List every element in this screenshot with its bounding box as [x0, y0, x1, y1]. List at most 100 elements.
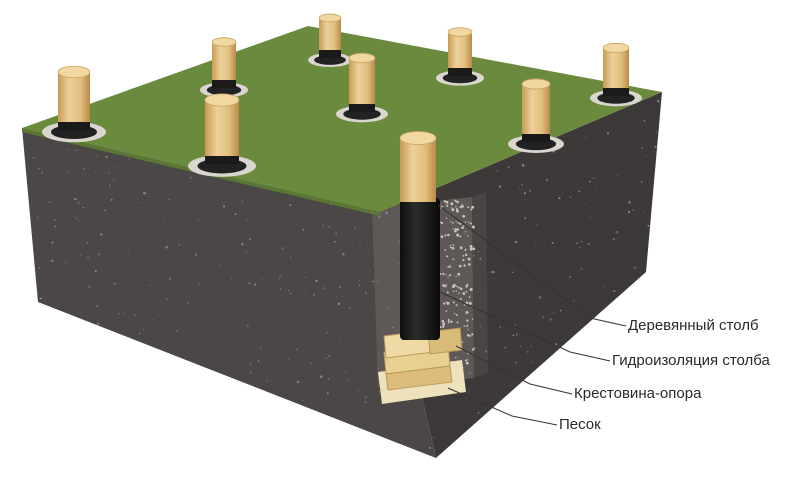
trench-speckle [441, 222, 444, 225]
soil-speckle [302, 399, 304, 402]
trench-speckle [444, 249, 447, 251]
soil-speckle [58, 163, 60, 165]
soil-speckle [346, 379, 348, 381]
soil-speckle [584, 203, 586, 205]
trench-speckle [445, 200, 449, 204]
soil-speckle [86, 241, 88, 244]
soil-speckle [278, 277, 281, 280]
soil-speckle [530, 345, 532, 347]
post-waterproofing-band [212, 78, 236, 88]
soil-speckle [104, 209, 107, 212]
soil-speckle [477, 250, 480, 253]
soil-speckle [66, 149, 68, 151]
soil-speckle [117, 312, 120, 315]
wooden-post [42, 65, 106, 143]
soil-speckle [521, 164, 525, 167]
soil-speckle [38, 267, 41, 270]
soil-speckle [251, 182, 254, 184]
soil-speckle [580, 241, 583, 243]
soil-speckle [168, 198, 171, 201]
soil-speckle [38, 167, 40, 170]
soil-speckle [515, 361, 518, 364]
trench-speckle [449, 244, 451, 247]
soil-speckle [468, 372, 471, 374]
soil-speckle [149, 284, 151, 286]
soil-speckle [96, 322, 99, 325]
soil-speckle [387, 307, 390, 310]
soil-speckle [551, 241, 554, 244]
trench-speckle [452, 228, 454, 230]
soil-speckle [455, 356, 459, 359]
trench-speckle [455, 205, 457, 208]
soil-speckle [523, 192, 526, 195]
soil-speckle [326, 392, 329, 395]
post-top [318, 13, 342, 23]
soil-speckle [54, 225, 56, 228]
soil-speckle [490, 271, 492, 273]
soil-speckle [391, 326, 394, 329]
trench-speckle [467, 263, 471, 266]
label-cross-support: Крестовина-опора [574, 385, 702, 402]
trench-speckle [455, 290, 458, 292]
trench-speckle [457, 272, 461, 276]
trench-speckle [469, 222, 472, 225]
trench-speckle [468, 301, 472, 305]
trench-speckle [446, 255, 449, 258]
soil-speckle [176, 330, 178, 332]
trench-speckle [466, 334, 470, 337]
soil-speckle [633, 266, 637, 269]
post-waterproofing-band [319, 48, 341, 58]
soil-speckle [585, 137, 587, 139]
trench-speckle [459, 235, 462, 238]
soil-speckle [245, 251, 247, 254]
trench-speckle [464, 359, 467, 362]
post-top [204, 93, 240, 107]
soil-speckle [433, 436, 435, 439]
trench-speckle [464, 231, 467, 233]
trench-speckle [457, 286, 460, 289]
soil-speckle [378, 390, 381, 393]
trench-speckle [451, 208, 455, 212]
soil-speckle [387, 299, 389, 301]
soil-speckle [249, 362, 252, 365]
soil-speckle [457, 351, 459, 353]
soil-speckle [338, 286, 341, 288]
post-waterproofing-band [522, 132, 550, 142]
soil-speckle [535, 241, 537, 244]
soil-speckle [78, 219, 80, 222]
soil-speckle [477, 411, 480, 414]
soil-speckle [595, 187, 597, 189]
soil-speckle [110, 198, 113, 201]
post-top [57, 65, 91, 79]
trench-speckle [446, 204, 449, 207]
soil-speckle [76, 217, 78, 219]
soil-speckle [219, 264, 221, 266]
leader-line-waterproofing [439, 291, 611, 362]
trench-speckle [464, 221, 467, 223]
soil-speckle [589, 180, 591, 183]
soil-speckle [79, 254, 82, 257]
soil-speckle [615, 230, 619, 234]
soil-speckle [335, 296, 337, 299]
soil-speckle [298, 233, 300, 235]
soil-speckle [530, 361, 532, 363]
post-body [448, 32, 472, 68]
soil-speckle [354, 226, 357, 229]
soil-speckle [32, 156, 35, 159]
trench-speckle [464, 249, 467, 252]
main-wooden-post [399, 131, 437, 202]
soil-speckle [248, 282, 251, 285]
soil-speckle [51, 241, 54, 244]
post-top [447, 27, 473, 37]
soil-speckle [641, 146, 643, 149]
soil-speckle [322, 224, 324, 227]
trench-speckle [456, 200, 459, 204]
trench-speckle [447, 321, 450, 324]
soil-speckle [178, 244, 181, 246]
soil-speckle [496, 170, 499, 172]
soil-speckle [647, 224, 650, 227]
trench-speckle [466, 324, 469, 327]
soil-speckle [549, 318, 553, 321]
trench-speckle [454, 356, 457, 359]
trench-speckle [465, 310, 469, 314]
